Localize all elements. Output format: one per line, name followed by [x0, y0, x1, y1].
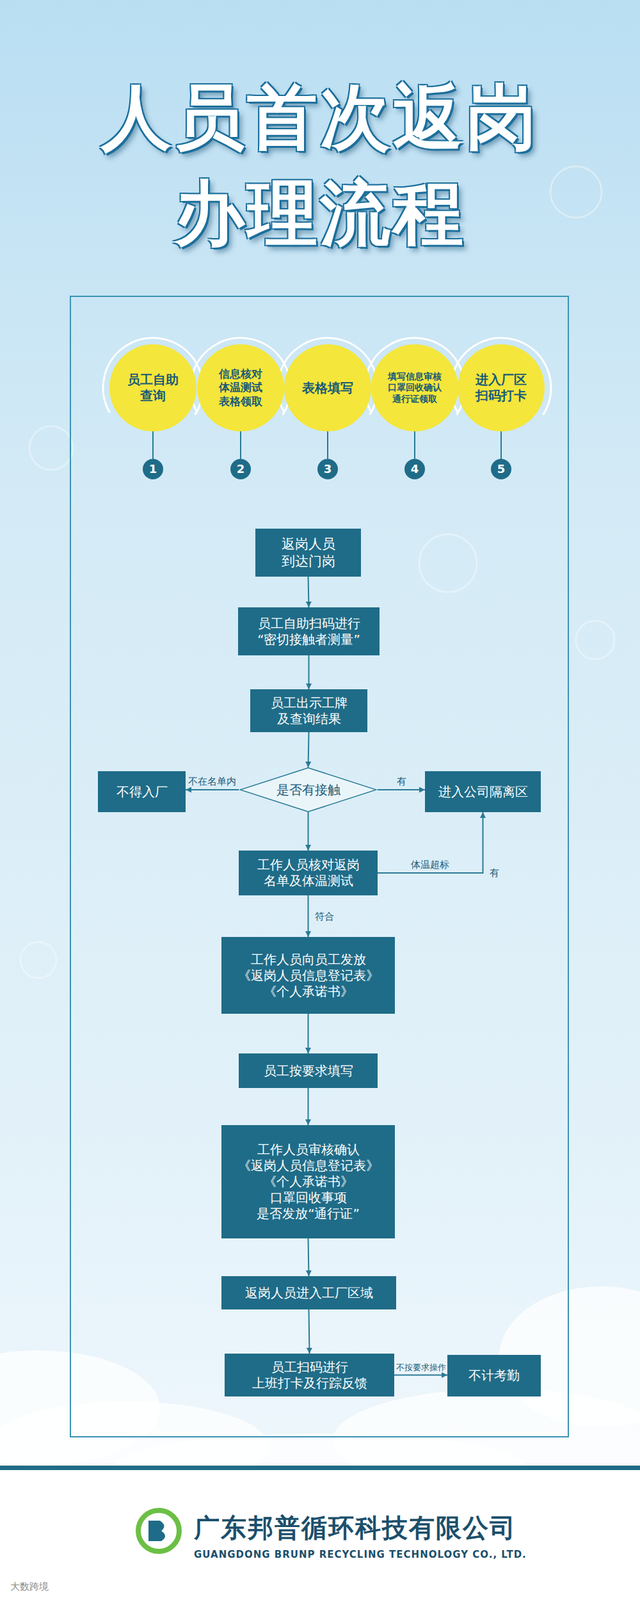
process-box: 员工自助扫码进行 “密切接触者测量” — [238, 607, 380, 656]
step-number: 3 — [317, 458, 338, 480]
callout-number: 3 — [323, 462, 333, 477]
watermark: 大数跨境 — [10, 1580, 49, 1593]
connector — [307, 895, 310, 937]
virus-shape — [20, 942, 57, 978]
diamond-shape — [240, 768, 377, 813]
callout-number: 2 — [236, 462, 246, 477]
node-text: 不计考勤 — [468, 1367, 520, 1384]
process-box: 进入公司隔离区 — [424, 771, 541, 813]
step-number: 5 — [490, 458, 512, 480]
process-box: 返岗人员 到达门岗 — [255, 528, 361, 577]
connector — [309, 1309, 310, 1354]
process-box: 员工出示工牌 及查询结果 — [250, 689, 368, 733]
connector — [377, 812, 484, 873]
poster-title: 人员首次返岗 办理流程 — [0, 69, 640, 262]
step-number: 4 — [404, 458, 425, 480]
logo-ring — [138, 1510, 180, 1552]
process-box: 工作人员向员工发放 《返岗人员信息登记表》 《个人承诺书》 — [221, 936, 395, 1014]
process-box: 不计考勤 — [447, 1354, 541, 1397]
step-circle: 填写信息审核 口罩回收确认 通行证领取 — [371, 344, 459, 432]
connector — [308, 1238, 310, 1277]
step-number: 2 — [230, 458, 251, 480]
node-text: 返岗人员进入工厂区域 — [245, 1285, 374, 1302]
callout-number: 4 — [410, 462, 420, 477]
virus-shape — [550, 166, 602, 218]
virus-shape — [576, 620, 615, 660]
node-text: 员工出示工牌 及查询结果 — [257, 695, 360, 728]
process-box: 工作人员审核确认 《返岗人员信息登记表》 《个人承诺书》 口罩回收事项 是否发放… — [221, 1125, 395, 1239]
node-text: 员工自助扫码进行 “密切接触者测量” — [245, 615, 372, 648]
connector — [307, 1013, 310, 1054]
connector — [377, 789, 425, 791]
company-name: 广东邦普循环科技有限公司 — [193, 1510, 517, 1546]
company-name-en: GUANGDONG BRUNP RECYCLING TECHNOLOGY CO.… — [193, 1548, 527, 1561]
node-text: 员工自助 查询 — [118, 371, 188, 404]
frame — [70, 296, 569, 1437]
process-box: 员工按要求填写 — [238, 1053, 378, 1088]
edge-label: 符合 — [314, 910, 335, 923]
step-number: 1 — [142, 458, 164, 480]
virus-decoration — [20, 166, 615, 978]
connector — [240, 431, 242, 459]
callout-number: 5 — [497, 462, 506, 477]
process-box: 员工扫码进行 上班打卡及行踪反馈 — [224, 1353, 395, 1397]
node-text: 返岗人员 到达门岗 — [263, 535, 354, 570]
footer-band — [0, 1466, 640, 1600]
node-text: 工作人员核对返岗 名单及体温测试 — [246, 856, 370, 889]
logo-mark — [148, 1520, 166, 1542]
node-text: 信息核对 体温测试 表格领取 — [206, 367, 276, 409]
step-circle: 表格填写 — [284, 344, 372, 432]
connector — [307, 1088, 310, 1126]
process-box: 不得入厂 — [97, 771, 186, 813]
edge-note: 有 — [489, 867, 500, 880]
edge-label: 不按要求操作 — [396, 1362, 447, 1373]
virus-shape — [29, 426, 73, 470]
decision-diamond: 是否有接触 — [238, 767, 378, 813]
process-box: 返岗人员进入工厂区域 — [221, 1276, 397, 1310]
node-text: 进入厂区 扫码打卡 — [466, 371, 536, 404]
node-text: 工作人员审核确认 《返岗人员信息登记表》 《个人承诺书》 口罩回收事项 是否发放… — [229, 1141, 388, 1222]
node-text: 表格填写 — [302, 380, 354, 397]
node-text: 工作人员向员工发放 《返岗人员信息登记表》 《个人承诺书》 — [229, 951, 388, 1000]
callout-number: 1 — [149, 462, 158, 477]
connector — [307, 812, 310, 851]
step-circle: 员工自助 查询 — [109, 344, 197, 432]
edge-label: 有 — [396, 775, 407, 788]
clouds — [0, 1286, 640, 1498]
node-text: 进入公司隔离区 — [438, 784, 528, 800]
edge-label: 体温超标 — [410, 858, 450, 871]
connector — [414, 431, 416, 459]
connector — [327, 431, 329, 459]
step-circle: 信息核对 体温测试 表格领取 — [197, 344, 285, 432]
virus-shape — [419, 534, 477, 592]
step-circle: 进入厂区 扫码打卡 — [457, 344, 545, 432]
company-logo — [138, 1510, 180, 1552]
footer-rule — [0, 1465, 640, 1471]
node-text: 员工扫码进行 上班打卡及行踪反馈 — [232, 1359, 387, 1392]
connector — [185, 789, 239, 791]
edge-label: 不在名单内 — [188, 775, 237, 788]
process-box: 工作人员核对返岗 名单及体温测试 — [238, 850, 378, 896]
connector — [394, 1374, 448, 1376]
node-text: 填写信息审核 口罩回收确认 通行证领取 — [380, 371, 450, 406]
connector — [308, 732, 310, 768]
connector — [308, 576, 310, 608]
node-text: 员工按要求填写 — [263, 1063, 354, 1080]
node-text: 不得入厂 — [116, 784, 168, 800]
connector — [500, 431, 502, 459]
node-text: 是否有接触 — [276, 782, 341, 799]
connector — [152, 431, 154, 459]
connector — [308, 655, 310, 690]
